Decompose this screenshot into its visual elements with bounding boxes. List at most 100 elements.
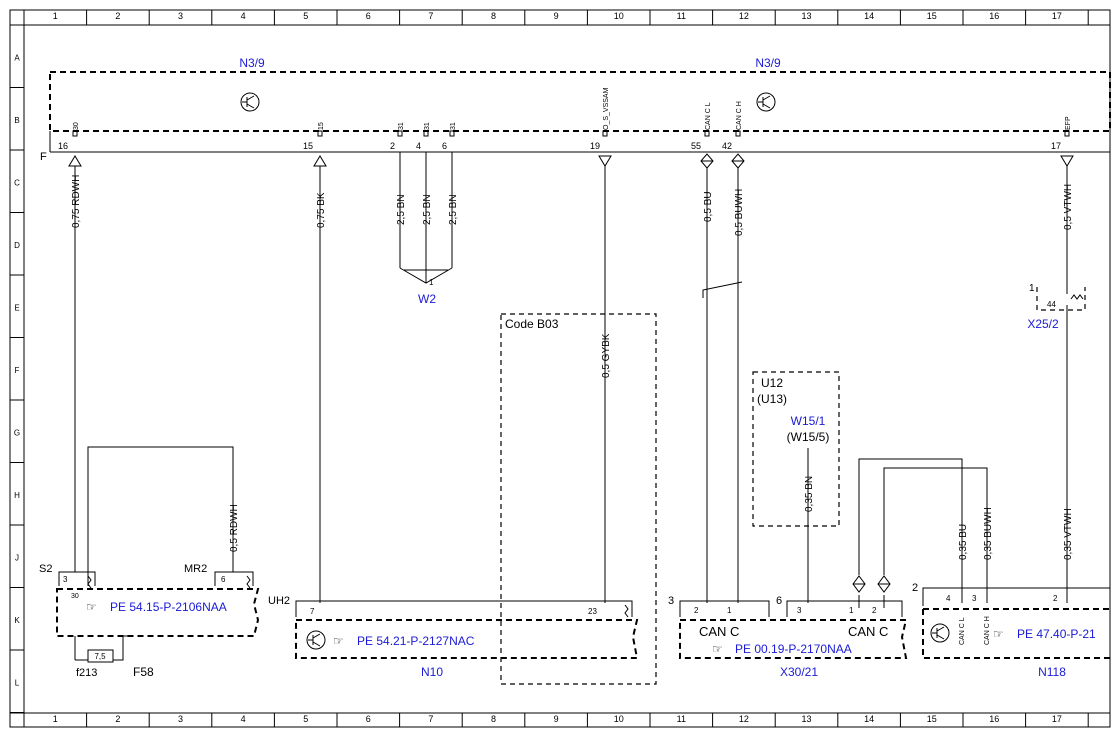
svg-text:S2: S2 bbox=[39, 563, 52, 575]
grid-frame: 1122334455667788991010111112121313141415… bbox=[9, 9, 1111, 728]
svg-text:(W15/5): (W15/5) bbox=[787, 430, 830, 444]
grid-column-label: 16 bbox=[989, 714, 999, 724]
svg-text:31: 31 bbox=[424, 122, 431, 130]
reference-link[interactable]: PE 54.21-P-2127NAC bbox=[357, 634, 475, 648]
svg-text:3: 3 bbox=[972, 594, 977, 603]
grid-row-label: D bbox=[14, 241, 20, 250]
wire-label: 0,75 BK bbox=[316, 192, 327, 228]
n3-9-unit: N3/9 N3/9 bbox=[49, 56, 1111, 132]
pointing-hand-icon: ☞ bbox=[712, 642, 723, 656]
grid-row-label: G bbox=[14, 428, 20, 437]
wire-label: 0,5 RDWH bbox=[229, 504, 240, 552]
svg-text:1: 1 bbox=[429, 278, 434, 287]
grid-row-label: A bbox=[14, 53, 20, 62]
connector-pins: 30 16 15 15 31 2 31 4 31 6 O_S_VSSAM 19 bbox=[58, 87, 1072, 151]
svg-text:44: 44 bbox=[1047, 300, 1056, 309]
svg-text:2: 2 bbox=[1053, 594, 1058, 603]
grid-column-label: 10 bbox=[614, 714, 624, 724]
pointing-hand-icon: ☞ bbox=[86, 600, 97, 614]
code-b03-box: Code B03 bbox=[500, 313, 657, 685]
svg-text:W15/1: W15/1 bbox=[791, 414, 826, 428]
grid-column-label: 3 bbox=[178, 11, 183, 21]
grid-row-label: J bbox=[15, 553, 19, 562]
svg-text:6: 6 bbox=[442, 141, 447, 151]
transistor-icon bbox=[240, 92, 260, 112]
svg-text:17: 17 bbox=[1051, 141, 1061, 151]
grid-column-label: 2 bbox=[115, 11, 120, 21]
grid-column-label: 3 bbox=[178, 714, 183, 724]
svg-text:55: 55 bbox=[691, 141, 701, 151]
unit-label: N3/9 bbox=[239, 56, 265, 70]
reference-link[interactable]: PE 54.15-P-2106NAA bbox=[110, 600, 227, 614]
u12-box: U12 (U13) W15/1 (W15/5) bbox=[752, 371, 840, 527]
svg-text:19: 19 bbox=[590, 141, 600, 151]
svg-text:CAN C L: CAN C L bbox=[705, 102, 712, 130]
svg-text:f213: f213 bbox=[76, 667, 97, 679]
wire-label: 0,5 GYBK bbox=[601, 333, 612, 378]
svg-text:2: 2 bbox=[390, 141, 395, 151]
svg-text:1: 1 bbox=[1029, 283, 1035, 294]
pin-efp: EFP 17 bbox=[1051, 116, 1072, 151]
svg-text:CAN C: CAN C bbox=[848, 624, 888, 639]
pointing-hand-icon: ☞ bbox=[333, 634, 344, 648]
svg-text:MR2: MR2 bbox=[184, 563, 207, 575]
pin-31: 31 4 bbox=[416, 122, 431, 151]
grid-column-label: 12 bbox=[739, 714, 749, 724]
svg-text:2: 2 bbox=[872, 606, 877, 615]
code-label: Code B03 bbox=[505, 317, 559, 331]
reference-link[interactable]: PE 47.40-P-21 bbox=[1017, 627, 1096, 641]
connector-label: X25/2 bbox=[1027, 317, 1059, 331]
grid-column-label: 4 bbox=[241, 714, 246, 724]
svg-text:4: 4 bbox=[946, 594, 951, 603]
grid-column-label: 6 bbox=[366, 11, 371, 21]
transistor-icon bbox=[306, 630, 326, 650]
pin-31: 31 2 bbox=[390, 122, 405, 151]
grid-column-label: 13 bbox=[801, 714, 811, 724]
grid-row-label: B bbox=[14, 116, 19, 125]
wire-labels: 0,75 RDWH 0,75 BK 2,5 BN 2,5 BN 2,5 BN 0… bbox=[71, 175, 1074, 560]
wire-label: 0,75 RDWH bbox=[71, 175, 82, 228]
grid-column-label: 1 bbox=[53, 714, 58, 724]
grid-column-label: 14 bbox=[864, 11, 874, 21]
grid-column-label: 5 bbox=[303, 714, 308, 724]
svg-text:O_S_VSSAM: O_S_VSSAM bbox=[603, 87, 610, 130]
svg-text:31: 31 bbox=[398, 122, 405, 130]
pin-can-c-l: CAN C L 55 bbox=[691, 102, 712, 151]
bus-label: F bbox=[40, 151, 47, 163]
grid-column-label: 9 bbox=[554, 11, 559, 21]
connector-strip: F bbox=[40, 131, 1110, 163]
svg-text:2: 2 bbox=[694, 606, 699, 615]
fuse-value: 7,5 bbox=[94, 652, 106, 661]
grid-row-label: C bbox=[14, 178, 20, 187]
reference-link[interactable]: PE 00.19-P-2170NAA bbox=[735, 642, 852, 656]
grid-column-label: 15 bbox=[927, 11, 937, 21]
svg-text:15: 15 bbox=[318, 122, 325, 130]
unit-label: N118 bbox=[1038, 665, 1066, 679]
wire-label: 2,5 BN bbox=[396, 194, 407, 225]
wire-label: 0,35 VTWH bbox=[1063, 508, 1074, 560]
grid-column-label: 15 bbox=[927, 714, 937, 724]
x30-21-block: 3 2 1 6 3 1 2 CAN C CAN C ☞ PE 00.19-P-2… bbox=[668, 595, 908, 679]
grid-column-label: 16 bbox=[989, 11, 999, 21]
transistor-icon bbox=[756, 92, 776, 112]
grid-column-label: 12 bbox=[739, 11, 749, 21]
grid-row-label: L bbox=[15, 678, 20, 687]
grid-column-label: 6 bbox=[366, 714, 371, 724]
svg-text:6: 6 bbox=[776, 595, 782, 607]
wire-label: 0,5 BUWH bbox=[734, 189, 745, 236]
pointing-hand-icon: ☞ bbox=[993, 627, 1004, 641]
grid-column-label: 4 bbox=[241, 11, 246, 21]
grid-column-label: 2 bbox=[115, 714, 120, 724]
wire-label: 0,5 VTWH bbox=[1063, 184, 1074, 230]
grid-column-label: 17 bbox=[1052, 714, 1062, 724]
svg-text:(U13): (U13) bbox=[757, 392, 787, 406]
grid-column-label: 13 bbox=[801, 11, 811, 21]
svg-text:U12: U12 bbox=[761, 376, 783, 390]
grid-column-label: 11 bbox=[677, 714, 686, 724]
s2-block: S2 3 MR2 6 30 ☞ PE 54.15-P-2106NAA 7,5 f… bbox=[39, 563, 260, 679]
wire-label: 2,5 BN bbox=[422, 194, 433, 225]
grid-column-label: 9 bbox=[554, 714, 559, 724]
svg-text:2: 2 bbox=[912, 582, 918, 594]
x25-2-connector: 1 44 X25/2 bbox=[1027, 283, 1086, 331]
svg-text:7: 7 bbox=[310, 607, 315, 616]
